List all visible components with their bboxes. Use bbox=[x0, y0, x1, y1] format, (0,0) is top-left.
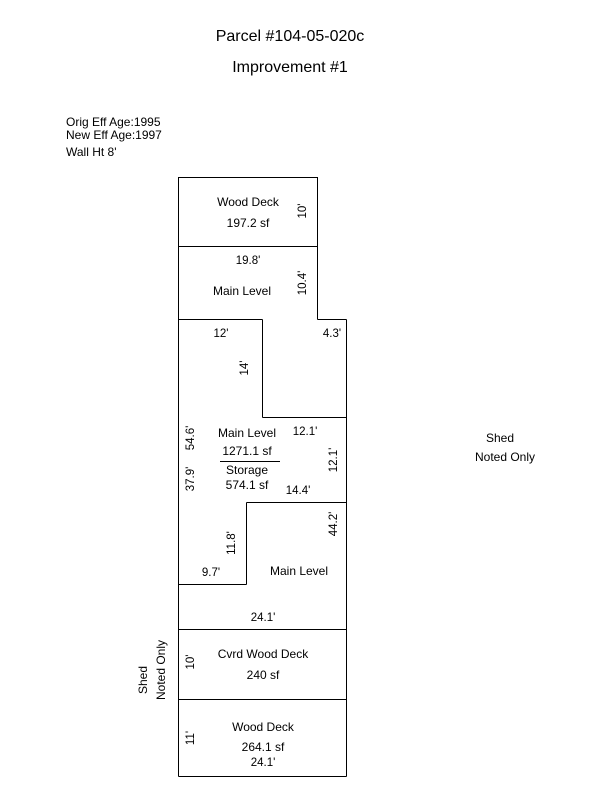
dim-upper-right-depth: 10.4' bbox=[297, 271, 309, 296]
storage-area: 574.1 sf bbox=[226, 478, 269, 492]
main-level-center-area: 1271.1 sf bbox=[222, 444, 272, 458]
new-eff-age: New Eff Age:1997 bbox=[66, 128, 162, 142]
dim-left-total: 54.6' bbox=[185, 426, 197, 451]
storage-label: Storage bbox=[226, 463, 268, 477]
wood-deck-top-label: Wood Deck bbox=[217, 195, 280, 209]
wood-deck-top-outline bbox=[178, 177, 318, 247]
orig-eff-age: Orig Eff Age:1995 bbox=[66, 115, 161, 129]
dim-notch-width: 12' bbox=[214, 328, 229, 340]
wood-deck-bottom-label: Wood Deck bbox=[232, 720, 295, 734]
dim-bottom-deck-width: 24.1' bbox=[251, 757, 276, 769]
wood-deck-top-area: 197.2 sf bbox=[227, 216, 270, 230]
dim-notch-step: 4.3' bbox=[323, 328, 341, 340]
dim-notch-depth: 14' bbox=[239, 361, 251, 376]
shed-left-line1: Shed bbox=[136, 666, 150, 694]
wood-deck-bottom-area: 264.1 sf bbox=[242, 740, 285, 754]
dim-bottom-deck-depth: 11' bbox=[185, 731, 197, 745]
main-level-center-label: Main Level bbox=[218, 426, 276, 440]
shed-right-line1: Shed bbox=[486, 431, 514, 445]
cvrd-wood-deck-area: 240 sf bbox=[247, 668, 280, 682]
wall-height: Wall Ht 8' bbox=[66, 145, 117, 159]
dim-right-step-width: 12.1' bbox=[293, 426, 318, 438]
dim-right-step-depth: 12.1' bbox=[328, 448, 340, 473]
dim-lower-step-width: 14.4' bbox=[286, 485, 311, 497]
shed-left-line2: Noted Only bbox=[154, 640, 168, 700]
improvement-title: Improvement #1 bbox=[232, 59, 348, 76]
dim-lower-right-depth: 44.2' bbox=[328, 512, 340, 537]
dim-upper-width: 19.8' bbox=[236, 255, 261, 267]
main-level-lower-label: Main Level bbox=[270, 564, 328, 578]
parcel-title: Parcel #104-05-020c bbox=[216, 28, 365, 45]
dim-building-width: 24.1' bbox=[251, 612, 276, 624]
sketch-lines bbox=[178, 177, 347, 777]
dim-top-deck-depth: 10' bbox=[297, 204, 309, 219]
dim-lower-notch-width: 9.7' bbox=[202, 567, 220, 579]
dim-cvrd-deck-depth: 10' bbox=[185, 655, 197, 670]
shed-right-line2: Noted Only bbox=[475, 450, 535, 464]
cvrd-wood-deck-label: Cvrd Wood Deck bbox=[218, 647, 309, 661]
dim-left-storage: 37.9' bbox=[185, 467, 197, 492]
main-level-upper-label: Main Level bbox=[213, 284, 271, 298]
dim-lower-notch-depth: 11.8' bbox=[226, 531, 238, 555]
